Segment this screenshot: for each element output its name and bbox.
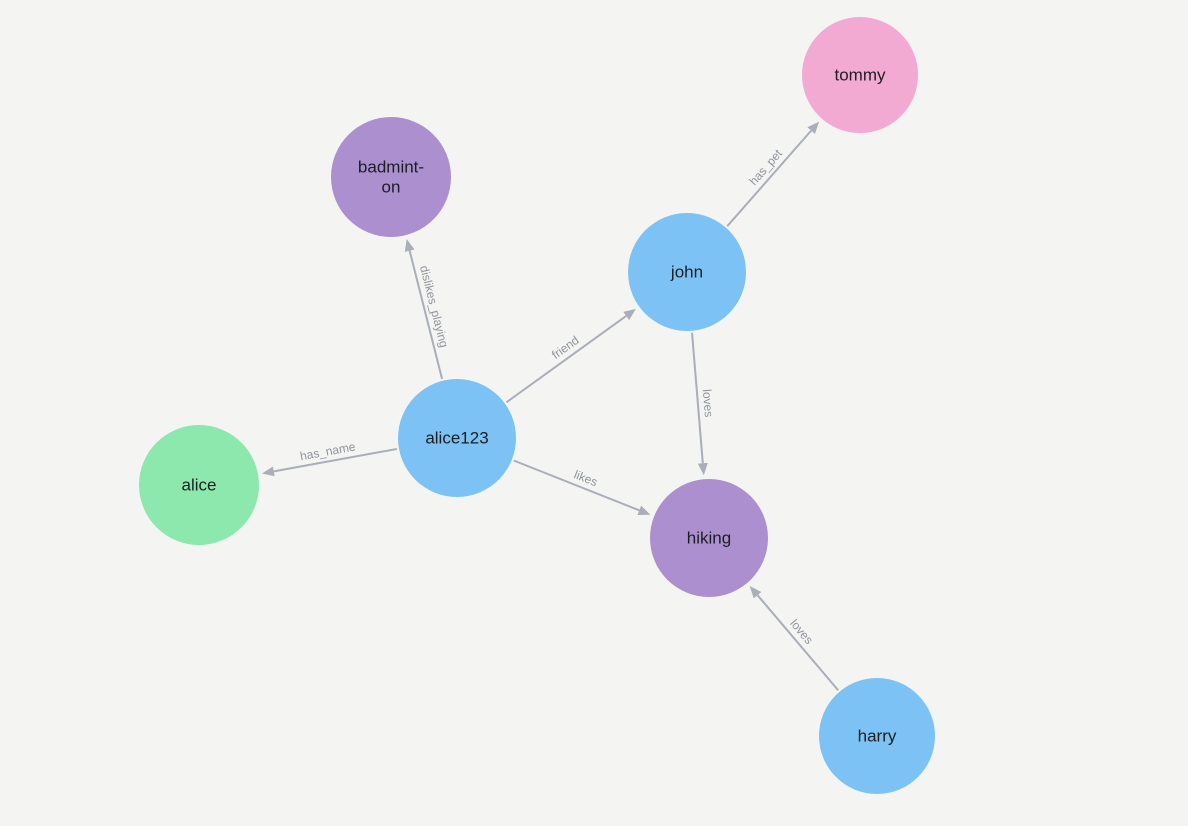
node-circle[interactable]	[139, 425, 259, 545]
node-circle[interactable]	[331, 117, 451, 237]
edge-arrowhead-icon	[261, 466, 275, 477]
edge-arrowhead-icon	[807, 121, 820, 134]
edge-line[interactable]	[505, 315, 627, 404]
graph-edge-john-hiking[interactable]: loves	[691, 332, 716, 476]
node-label: harry	[858, 727, 897, 746]
graph-node-alice123[interactable]: alice123	[398, 379, 516, 497]
graph-edge-alice123-badminton[interactable]: dislikes_playing	[404, 239, 451, 380]
node-circle[interactable]	[650, 479, 768, 597]
node-label: john	[670, 263, 703, 282]
edge-arrowhead-icon	[637, 505, 651, 515]
edge-line[interactable]	[513, 459, 640, 512]
edge-label[interactable]: friend	[549, 333, 582, 362]
node-circle[interactable]	[819, 678, 935, 794]
graph-edge-alice123-john[interactable]: friend	[505, 308, 636, 404]
edge-line[interactable]	[726, 129, 812, 227]
edge-line[interactable]	[691, 332, 704, 464]
graph-edge-alice123-alice[interactable]: has_name	[261, 439, 398, 477]
node-label: hiking	[687, 529, 731, 548]
edge-line[interactable]	[756, 594, 839, 691]
graph-node-harry[interactable]: harry	[819, 678, 935, 794]
node-circle[interactable]	[628, 213, 746, 331]
graph-node-john[interactable]: john	[628, 213, 746, 331]
graph-node-badminton[interactable]: badmint-on	[331, 117, 451, 237]
edge-label[interactable]: loves	[787, 616, 816, 646]
node-circle[interactable]	[398, 379, 516, 497]
graph-node-hiking[interactable]: hiking	[650, 479, 768, 597]
node-label: alice123	[425, 429, 488, 448]
edge-label[interactable]: has_name	[299, 439, 357, 463]
edge-arrowhead-icon	[697, 462, 708, 476]
node-label: tommy	[835, 66, 887, 85]
graph-edge-harry-hiking[interactable]: loves	[749, 586, 839, 691]
edge-line[interactable]	[408, 250, 444, 380]
edge-arrowhead-icon	[623, 308, 636, 320]
graph-edge-john-tommy[interactable]: has_pet	[726, 121, 820, 227]
node-label: badmint-on	[358, 158, 424, 197]
graph-node-tommy[interactable]: tommy	[802, 17, 918, 133]
edge-arrowhead-icon	[749, 586, 762, 599]
edge-line[interactable]	[273, 447, 398, 473]
graph-edge-alice123-hiking[interactable]: likes	[513, 459, 651, 515]
node-circle[interactable]	[802, 17, 918, 133]
graph-node-alice[interactable]: alice	[139, 425, 259, 545]
edge-arrowhead-icon	[404, 239, 415, 252]
edge-label[interactable]: dislikes_playing	[417, 264, 451, 349]
node-label: alice	[182, 476, 217, 495]
edge-label[interactable]: loves	[700, 389, 716, 418]
